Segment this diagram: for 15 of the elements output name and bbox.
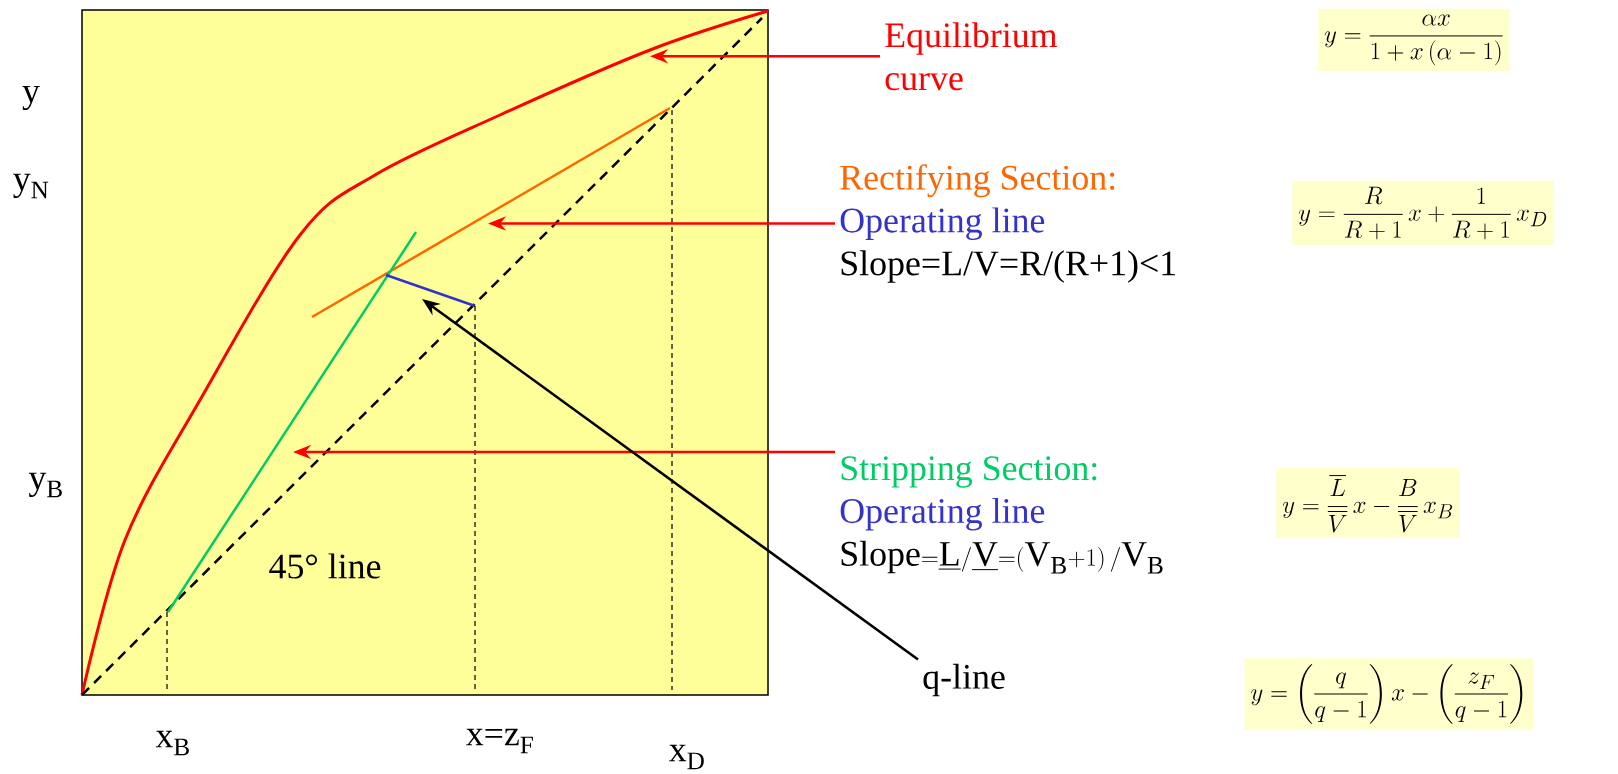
equation-box: $y=\dfrac{R}{R+1}\,x+\dfrac{1}{R+1}\,x_D$ [1292, 180, 1554, 246]
axis-label: y [22, 85, 40, 111]
annotation-text: Equilibrium curve [885, 22, 1057, 91]
equation-box: $y=\dfrac{\overline{L}}{\overline{V}}\,x-\dfrac{B}{\overline{V}}\,x_B$ [1276, 468, 1460, 538]
axis-label: x$_{D}$ [669, 744, 704, 770]
annotation-text: Rectifying Section: Operating line Slope=L/V=R/(R+1)<1 [840, 164, 1175, 283]
annotation-text: Stripping Section: Operating line $\mathrm{Slope}{=}\underline{\mathrm{L}}/\underline{\mathrm{V}}{=}(\mathrm{V}_{\mathrm{B}}{+}1)\,/\mathrm{V}_{\mathrm{B}}$ [840, 456, 1163, 574]
annotation-text: q-line [923, 663, 1005, 697]
equation-box: $y=\left(\dfrac{q}{q-1}\right)x-\left(\dfrac{z_F}{q-1}\right)$ [1244, 658, 1534, 730]
axis-label: x=z$_{F}$ [466, 728, 533, 754]
axis-label: 45° line [269, 553, 381, 579]
axis-label: y$_{B}$ [28, 472, 62, 498]
axis-label: y$_{N}$ [13, 173, 49, 199]
equation-box: $y=\dfrac{\alpha x}{1+x\left(\alpha-1\right)}$ [1318, 8, 1510, 72]
axis-label: x$_{B}$ [155, 730, 189, 756]
